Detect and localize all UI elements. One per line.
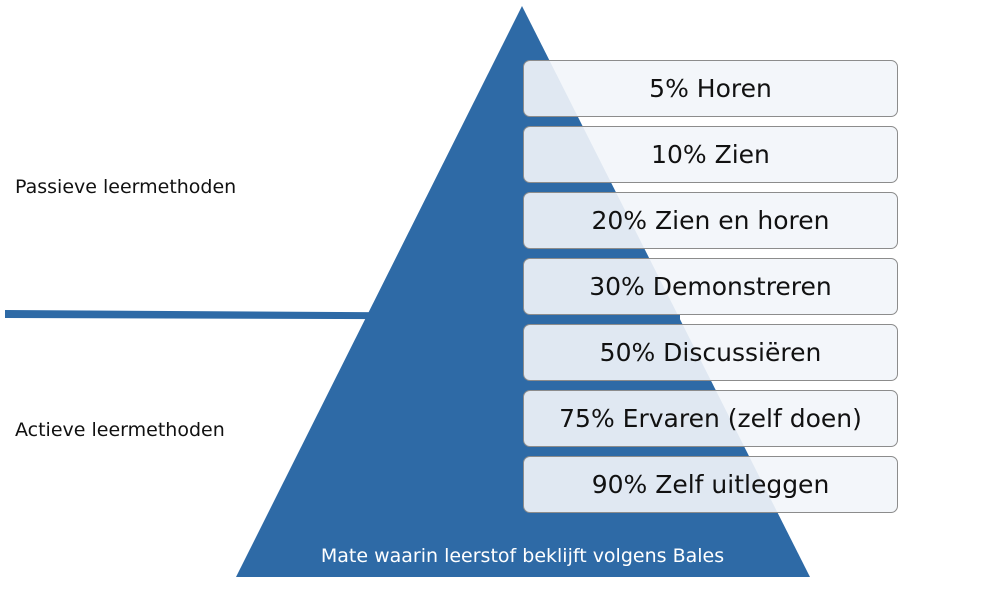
level-box-discussieren: 50% Discussiëren xyxy=(523,324,898,381)
passive-active-divider xyxy=(5,310,680,320)
level-box-demonstreren: 30% Demonstreren xyxy=(523,258,898,315)
level-box-zelf-uitleggen: 90% Zelf uitleggen xyxy=(523,456,898,513)
level-box-horen: 5% Horen xyxy=(523,60,898,117)
pyramid-caption: Mate waarin leerstof beklijft volgens Ba… xyxy=(320,545,725,567)
passive-methods-label: Passieve leermethoden xyxy=(15,176,237,198)
level-box-ervaren: 75% Ervaren (zelf doen) xyxy=(523,390,898,447)
active-methods-label: Actieve leermethoden xyxy=(15,419,225,441)
level-box-zien-en-horen: 20% Zien en horen xyxy=(523,192,898,249)
level-box-zien: 10% Zien xyxy=(523,126,898,183)
